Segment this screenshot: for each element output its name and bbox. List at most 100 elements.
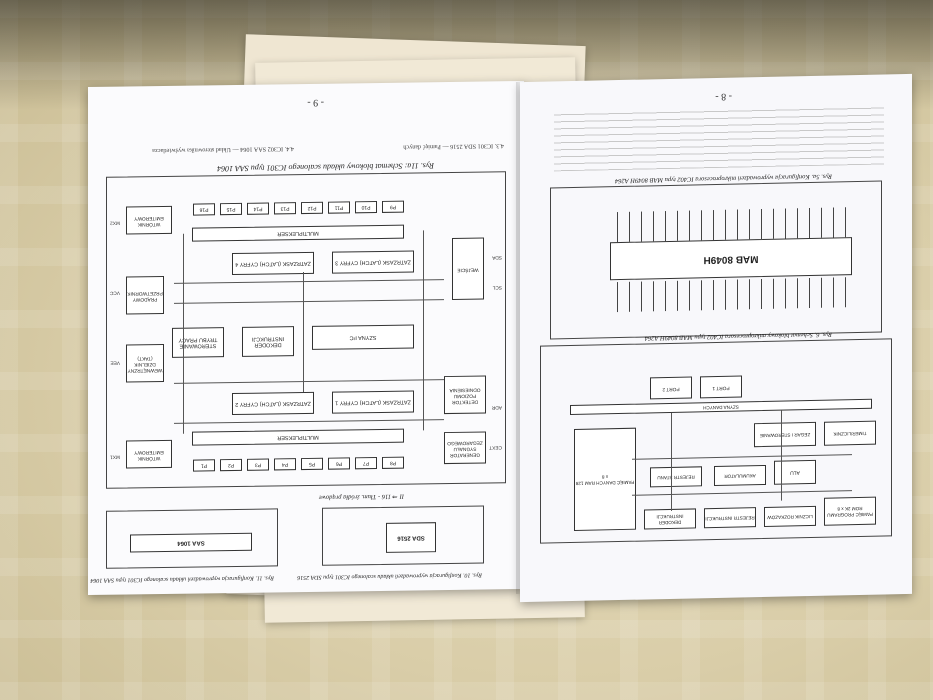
fig11a-source: II ⇒ 116 - Tłum. źródła prądowe [318, 492, 404, 501]
chip-pin [773, 278, 774, 309]
instruction-decoder-block: DEKODER INSTRUKCJI [242, 326, 294, 357]
chip-pin [785, 278, 786, 309]
service-manual-booklet: - 9 - II ⇒ 116 - Tłum. źródła prądowe Ry… [88, 73, 912, 603]
mab8049-chip: MAB 8049H [610, 237, 852, 281]
i2c-bus-block: SZYNA I²C [312, 324, 414, 350]
diagram-pin-box: P9 [382, 200, 404, 213]
chip-pin [797, 208, 798, 239]
sda2516-chip: SDA 2516 [386, 522, 436, 553]
diagram-pin-box: P6 [328, 457, 350, 470]
emitter-follower-1: WTÓRNIK EMITEROWY [126, 439, 172, 469]
chip-pin [677, 280, 678, 311]
wire [183, 233, 184, 434]
status-register-block: REJESTR STANU [650, 466, 702, 488]
fig11a-caption: Rys. 11a: Schemat blokowy układu scalone… [217, 161, 434, 174]
right-page: - 8 - MAB 8049H Rys. 5a. Konfiguracja wy… [520, 73, 912, 603]
diagram-pin-box: P11 [328, 201, 350, 214]
chip-pin [749, 209, 750, 240]
diagram-pin-box: P1 [193, 459, 215, 472]
fig10-caption: Rys. 10. Konfiguracja wyprowadzeń układu… [297, 571, 482, 581]
section-title-sda: 4.3. IC301 SDA 2516 — Pamięć danych [403, 142, 504, 151]
chip-pin [665, 281, 666, 312]
section-title-saa: 4.4. IC302 SAA 1064 — Układ sterownika w… [152, 145, 294, 155]
pin-label: VEE [110, 359, 120, 365]
pin-label: VCC [109, 289, 120, 295]
pin-label: MX1 [110, 453, 120, 459]
diagram-pin-box: P14 [247, 202, 269, 215]
diagram-pin-box: P12 [301, 201, 323, 215]
pin-label: CEXT [489, 444, 502, 450]
instruction-register-block: REJESTR INSTRUKCJI [704, 507, 756, 529]
chip-pin [833, 207, 834, 238]
wire [303, 272, 304, 393]
clock-control-block: ZEGAR I STEROWANIE [754, 421, 816, 448]
chip-pin [725, 279, 726, 310]
chip-pin [845, 277, 846, 308]
diagram-pin-box: P10 [355, 201, 377, 214]
chip-pin [701, 280, 702, 311]
diagram-pin-box: P3 [247, 458, 269, 471]
rom-block: PAMIĘĆ PROGRAMU ROM 2K x 8 [824, 496, 876, 526]
chip-pin [713, 210, 714, 241]
pin-label: SDA [492, 254, 502, 260]
clock-generator-block: GENERATOR SYGNAŁU ZEGAROWEGO [444, 431, 486, 465]
port2-block: PORT 2 [650, 376, 692, 400]
pin-label: SCL [492, 284, 502, 290]
chip-pin [785, 208, 786, 239]
fig11-caption: Rys. 11. Konfiguracja wyprowadzeń układu… [90, 574, 274, 584]
emitter-follower-2: WTÓRNIK EMITEROWY [126, 205, 172, 235]
diagram-pin-box: P8 [382, 456, 404, 469]
chip-pin [761, 279, 762, 310]
chip-pin [845, 207, 846, 238]
pin-label: MX2 [110, 219, 120, 225]
multiplexer-bottom: MULTIPLEKSER [192, 224, 404, 242]
chip-pin [773, 208, 774, 239]
left-page-content: - 9 - II ⇒ 116 - Tłum. źródła prądowe Ry… [88, 81, 524, 595]
current-converter-block: PRĄDOWY PRZETWORNIK [126, 275, 164, 315]
mode-control-block: STEROWANIE TRYBU PRACY [172, 327, 224, 358]
chip-pin [629, 211, 630, 242]
input-block: WEJŚCIE [452, 237, 484, 300]
diagram-pin-box: P2 [220, 458, 242, 472]
page-number-9: - 9 - [307, 96, 324, 108]
chip-pin [629, 281, 630, 312]
page8-body-text [554, 104, 884, 172]
chip-pin [689, 210, 690, 241]
diagram-pin-box: P4 [274, 458, 296, 471]
chip-pin [665, 211, 666, 242]
chip-pin [725, 209, 726, 240]
chip-pin [821, 207, 822, 238]
accumulator-block: AKUMULATOR [714, 464, 766, 487]
diagram-pin-box: P7 [355, 457, 377, 470]
latch-digit-3: ZATRZASK (LATCH) CYFRY 3 [332, 250, 414, 274]
chip-pin [653, 281, 654, 312]
chip-pin [833, 277, 834, 308]
chip-pin [749, 279, 750, 310]
pin-label: ADR [491, 404, 502, 410]
chip-pin [617, 212, 618, 243]
chip-pin [737, 209, 738, 240]
latch-digit-4: ZATRZASK (LATCH) CYFRY 4 [232, 251, 314, 276]
chip-pin [809, 278, 810, 309]
right-page-content: - 8 - MAB 8049H Rys. 5a. Konfiguracja wy… [520, 74, 912, 602]
diagram-pin-box: P13 [274, 202, 296, 215]
chip-pin [617, 282, 618, 313]
timer-block: TIMER/LICZNIK [824, 420, 876, 446]
reference-detector-block: DETEKTOR POZIOMU ODNIESIENIA [444, 375, 486, 415]
chip-pin [761, 209, 762, 240]
internal-divider-block: WEWNĘTRZNY DZIELNIK (TAKT) [126, 343, 164, 383]
latch-digit-1: ZATRZASK (LATCH) CYFRY 1 [332, 390, 414, 414]
chip-pin [641, 281, 642, 312]
program-counter-block: LICZNIK ROZKAZÓW [764, 505, 816, 527]
chip-pin [689, 280, 690, 311]
left-page: - 9 - II ⇒ 116 - Tłum. źródła prądowe Ry… [88, 80, 524, 596]
chip-pin [677, 210, 678, 241]
chip-pin [713, 280, 714, 311]
multiplexer-top: MULTIPLEKSER [192, 428, 404, 446]
chip-pin [737, 279, 738, 310]
chip-pin [809, 208, 810, 239]
page-number-8: - 8 - [715, 90, 732, 103]
saa1064-chip: SAA 1064 [130, 532, 252, 553]
chip-pin [653, 211, 654, 242]
